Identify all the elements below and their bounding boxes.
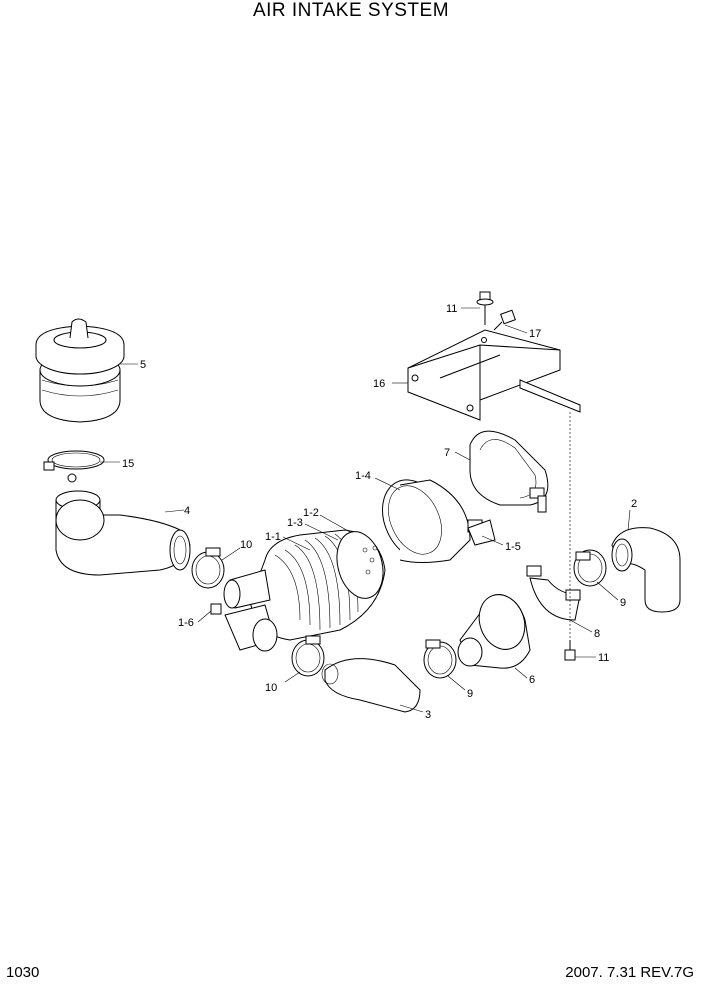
part-9-clamp-bottom bbox=[423, 639, 457, 679]
callout-11-top: 11 bbox=[446, 303, 457, 315]
leader-lines bbox=[100, 307, 631, 713]
part-6-rubber-hose bbox=[457, 594, 531, 669]
part-11-bolt-top bbox=[476, 291, 494, 325]
callout-5: 5 bbox=[140, 359, 146, 371]
callout-17: 17 bbox=[529, 328, 541, 340]
callout-1-2: 1-2 bbox=[303, 507, 319, 519]
callout-8: 8 bbox=[594, 628, 600, 640]
callout-15: 15 bbox=[122, 458, 134, 470]
revision-stamp: 2007. 7.31 REV.7G bbox=[565, 964, 694, 981]
part-16-bracket bbox=[407, 329, 581, 421]
callout-6: 6 bbox=[529, 674, 535, 686]
callout-2: 2 bbox=[631, 498, 637, 510]
part-2-elbow bbox=[611, 527, 681, 613]
part-10-clamp-bottom bbox=[291, 635, 325, 677]
part-1-6-valve bbox=[210, 603, 222, 615]
callout-1-4: 1-4 bbox=[355, 470, 371, 482]
callout-1-3: 1-3 bbox=[287, 517, 303, 529]
part-10-clamp-top bbox=[191, 547, 225, 589]
part-11-bolt-bottom bbox=[564, 640, 576, 661]
callout-1-6: 1-6 bbox=[178, 617, 194, 629]
part-17-bolt bbox=[493, 309, 516, 331]
part-1-4-cover bbox=[382, 479, 483, 563]
part-4-elbow-hose bbox=[55, 490, 191, 576]
part-1-1-air-cleaner-body bbox=[223, 529, 386, 652]
callout-3: 3 bbox=[425, 709, 431, 721]
callout-1-1: 1-1 bbox=[265, 531, 281, 543]
part-5-precleaner bbox=[35, 318, 125, 423]
part-8-strap bbox=[526, 565, 581, 621]
part-7-strap bbox=[469, 430, 549, 513]
callout-10-bottom: 10 bbox=[265, 682, 277, 694]
page-title: AIR INTAKE SYSTEM bbox=[252, 0, 450, 21]
callout-16: 16 bbox=[373, 378, 385, 390]
callout-9-bottom: 9 bbox=[467, 688, 473, 700]
callout-10-top: 10 bbox=[240, 539, 252, 551]
part-3-hose bbox=[321, 658, 421, 713]
callout-7: 7 bbox=[444, 447, 450, 459]
callout-4: 4 bbox=[184, 505, 190, 517]
callout-9-right: 9 bbox=[620, 597, 626, 609]
part-9-clamp-right bbox=[573, 549, 607, 587]
page-number: 1030 bbox=[6, 964, 40, 981]
callout-1-5: 1-5 bbox=[505, 541, 521, 553]
callout-11-bottom: 11 bbox=[598, 652, 609, 664]
part-15-clamp bbox=[43, 450, 105, 483]
